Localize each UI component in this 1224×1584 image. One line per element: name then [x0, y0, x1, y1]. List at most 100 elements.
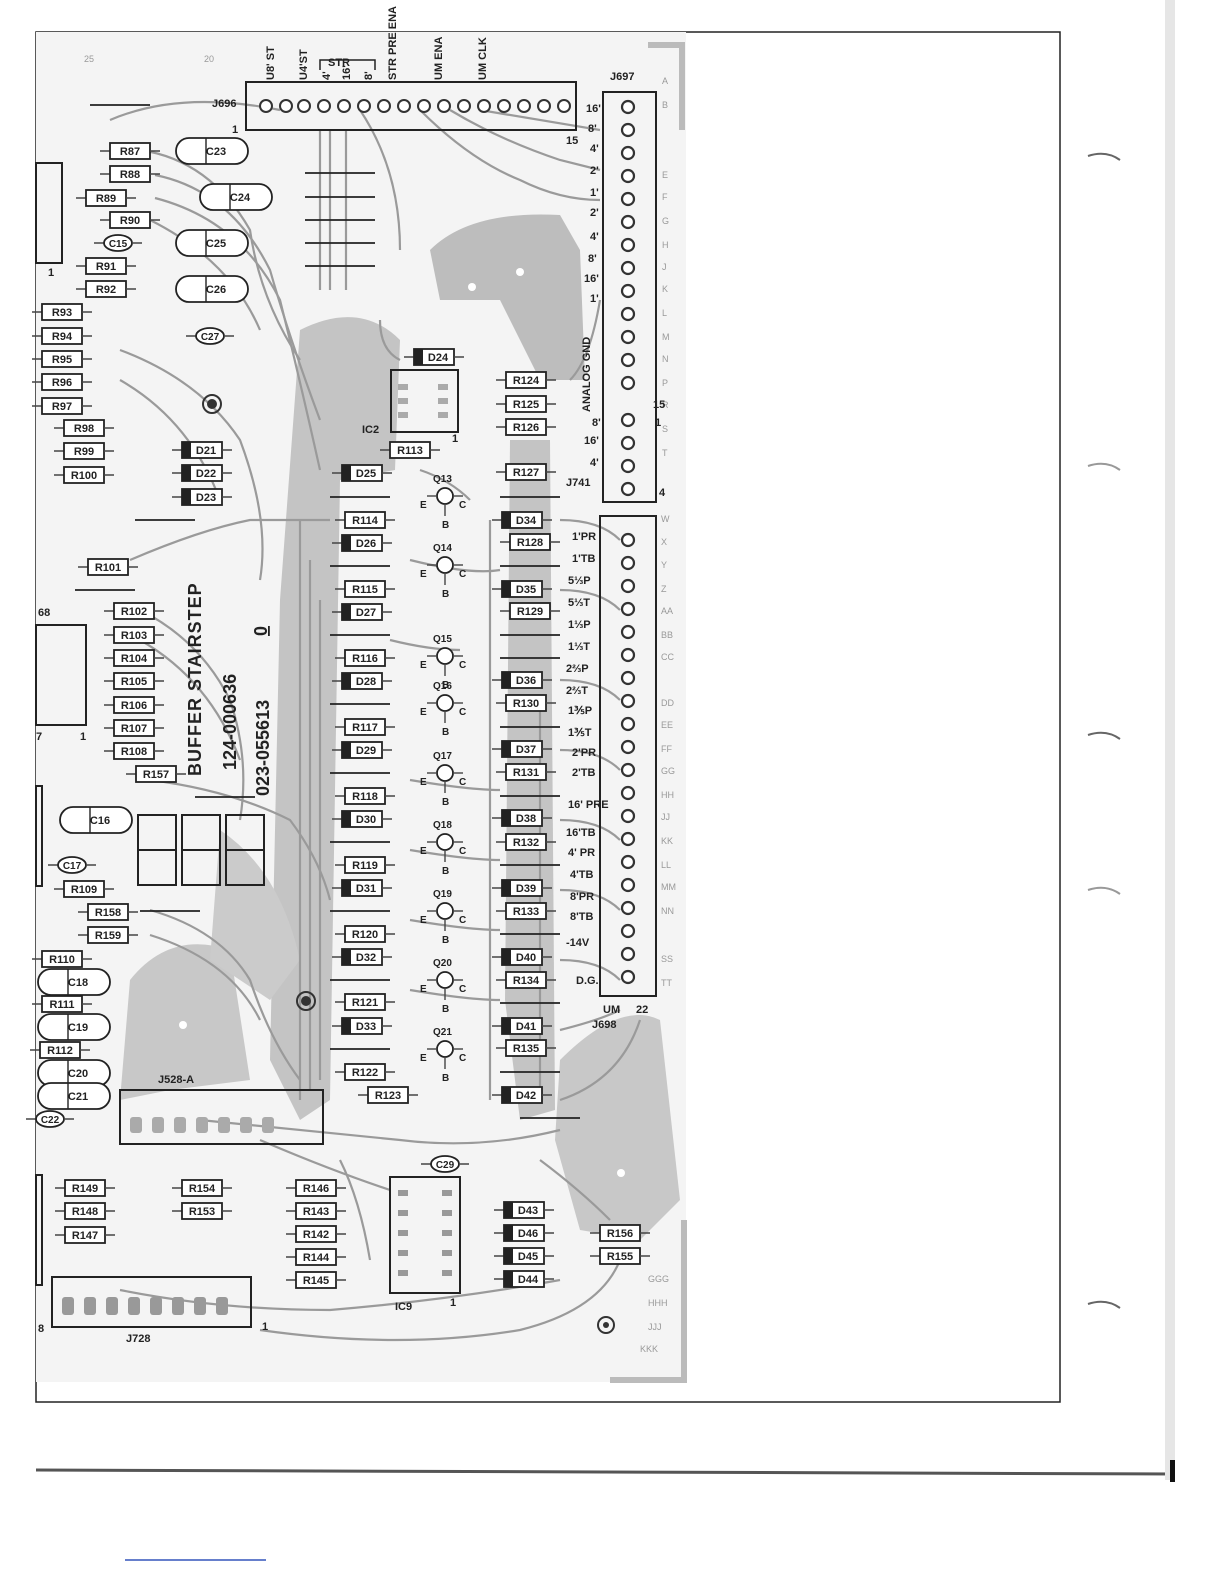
resistor-r145: R145 — [285, 1271, 347, 1289]
j698-pin: 2'PR — [572, 747, 596, 759]
resistor-r148-label: R148 — [72, 1206, 98, 1218]
resistor-r122: R122 — [334, 1063, 396, 1081]
base-label: B — [442, 866, 449, 877]
base-label: B — [442, 1004, 449, 1015]
emitter-label: E — [420, 984, 427, 995]
resistor-r90: R90 — [99, 211, 161, 229]
j698-pin: 1⅗P — [568, 705, 592, 717]
diode-d38-label: D38 — [516, 813, 536, 825]
capacitor-c19: C19 — [37, 1013, 111, 1041]
resistor-r100-label: R100 — [71, 470, 97, 482]
diode-d30: D30 — [331, 810, 393, 828]
diode-d42-label: D42 — [516, 1090, 536, 1102]
ic2-label: IC2 — [362, 424, 379, 436]
diode-d42: D42 — [491, 1086, 553, 1104]
capacitor-c20: C20 — [37, 1059, 111, 1087]
j697-pin: 2' — [590, 165, 599, 177]
capacitor-c20-label: C20 — [68, 1068, 88, 1080]
diode-d24: D24 — [403, 348, 465, 366]
j741-pin: 4' — [590, 457, 599, 469]
pin-letter: T — [662, 448, 668, 458]
resistor-r110: R110 — [31, 950, 93, 968]
resistor-r88-label: R88 — [120, 169, 140, 181]
base-label: B — [442, 680, 449, 691]
resistor-r101-label: R101 — [95, 562, 121, 574]
resistor-r121: R121 — [334, 993, 396, 1011]
resistor-r88: R88 — [99, 165, 161, 183]
board-title-block: BUFFER STAIRSTEP 124-000636 0 023-055613 — [185, 582, 273, 796]
j728-label: J728 — [126, 1333, 150, 1345]
resistor-r130-label: R130 — [513, 698, 539, 710]
resistor-r116-label: R116 — [352, 653, 378, 665]
emitter-label: E — [420, 1053, 427, 1064]
resistor-r93-label: R93 — [52, 307, 72, 319]
connector-j698: 1'PR 1'TB 5⅓P 5⅓T 1⅓P 1⅓T 2⅔P 2⅔T 1⅗P 1⅗… — [566, 514, 676, 1031]
emitter-label: E — [420, 569, 427, 580]
resistor-r143: R143 — [285, 1202, 347, 1220]
resistor-r157-label: R157 — [143, 769, 169, 781]
j741-label: J741 — [566, 477, 590, 489]
resistor-r116: R116 — [334, 649, 396, 667]
diode-d29-label: D29 — [356, 745, 376, 757]
capacitor-c25-label: C25 — [206, 238, 226, 250]
resistor-r143-label: R143 — [303, 1206, 329, 1218]
resistor-r121-label: R121 — [352, 997, 378, 1009]
diode-d37: D37 — [491, 740, 553, 758]
diode-d27-label: D27 — [356, 607, 376, 619]
resistor-r92-label: R92 — [96, 284, 116, 296]
diode-d41-label: D41 — [516, 1021, 536, 1033]
resistor-r102: R102 — [103, 602, 165, 620]
component-layer: R87R88R89R90R91R92R93R94R95R96R97R98R99R… — [25, 137, 651, 1289]
resistor-r93: R93 — [31, 303, 93, 321]
edge-number: 20 — [204, 54, 214, 64]
j728-pin1: 1 — [262, 1321, 268, 1333]
resistor-r144-label: R144 — [303, 1252, 330, 1264]
connector-j528a: J528-A — [119, 1074, 324, 1145]
j698-pin: 2⅔T — [566, 685, 588, 697]
j741-pin: 16' — [584, 435, 599, 447]
pin-letter: AA — [661, 606, 673, 616]
diode-d32: D32 — [331, 948, 393, 966]
pin-letter: A — [662, 76, 668, 86]
resistor-r149-label: R149 — [72, 1183, 98, 1195]
ic-ic2: IC2 1 — [362, 369, 459, 445]
diode-d25-label: D25 — [356, 468, 376, 480]
resistor-r158: R158 — [77, 903, 139, 921]
resistor-r122-label: R122 — [352, 1067, 378, 1079]
resistor-r146-label: R146 — [303, 1183, 329, 1195]
resistor-r99-label: R99 — [74, 446, 94, 458]
pin-letter: FF — [661, 744, 672, 754]
collector-label: C — [459, 777, 466, 788]
j697-label: J697 — [610, 71, 634, 83]
resistor-r87-label: R87 — [120, 146, 140, 158]
resistor-r155: R155 — [589, 1247, 651, 1265]
header-label: UM CLK — [477, 37, 489, 80]
header-label: U8' ST — [265, 46, 277, 80]
diode-d44: D44 — [493, 1270, 555, 1288]
resistor-r104-label: R104 — [121, 653, 148, 665]
resistor-r91-label: R91 — [96, 261, 116, 273]
page-artifacts — [35, 0, 1176, 1561]
resistor-r144: R144 — [285, 1248, 347, 1266]
diode-d23-label: D23 — [196, 492, 216, 504]
ic9-label: IC9 — [395, 1301, 412, 1313]
resistor-r119: R119 — [334, 856, 396, 874]
resistor-r131-label: R131 — [513, 767, 539, 779]
resistor-r103-label: R103 — [121, 630, 147, 642]
diode-d33: D33 — [331, 1017, 393, 1035]
pin-letter: CC — [661, 652, 674, 662]
resistor-r127-label: R127 — [513, 467, 539, 479]
j698-pin: 5⅓T — [568, 597, 590, 609]
resistor-r135: R135 — [495, 1039, 557, 1057]
pin-letter: EE — [661, 720, 673, 730]
j698-pin: 1'TB — [572, 553, 595, 565]
emitter-label: E — [420, 846, 427, 857]
resistor-r142: R142 — [285, 1225, 347, 1243]
pin-letter: BB — [661, 630, 673, 640]
ic-pin1: 1 — [80, 731, 86, 743]
base-label: B — [442, 935, 449, 946]
resistor-r157: R157 — [125, 765, 187, 783]
resistor-r142-label: R142 — [303, 1229, 329, 1241]
pin-letter: LL — [661, 860, 671, 870]
